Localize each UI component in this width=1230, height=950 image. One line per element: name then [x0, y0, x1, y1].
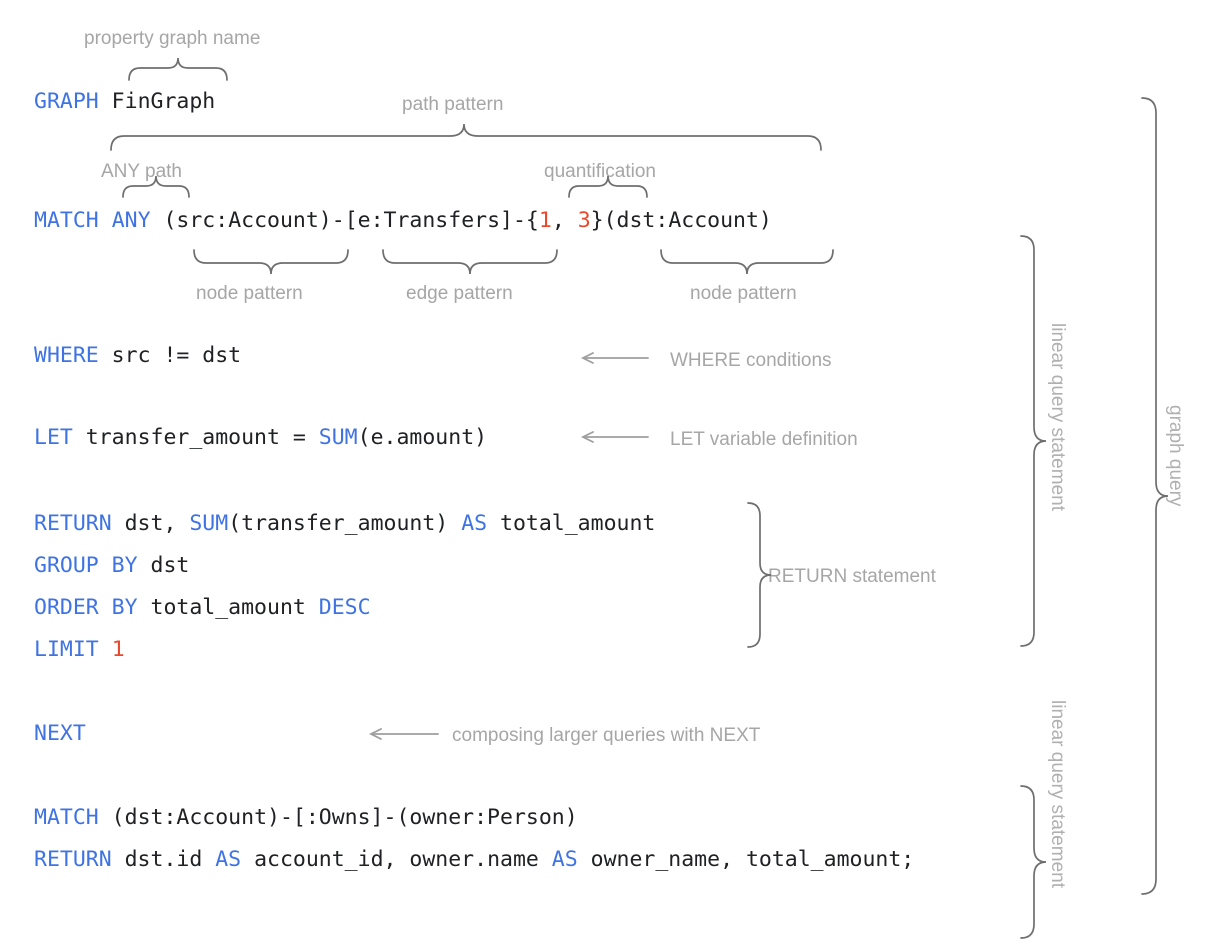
- code-token: transfer_amount =: [72, 425, 319, 450]
- code-line-return-1: RETURN dst, SUM(transfer_amount) AS tota…: [34, 511, 655, 537]
- label-path-pattern: path pattern: [402, 94, 504, 115]
- code-token: 3: [577, 208, 591, 233]
- label-return-statement: RETURN statement: [768, 566, 936, 587]
- code-token: }(dst:Account): [590, 208, 772, 233]
- code-token: GROUP BY: [34, 553, 138, 578]
- code-token: src != dst: [98, 343, 242, 368]
- code-line-match-2: MATCH (dst:Account)-[:Owns]-(owner:Perso…: [34, 805, 578, 831]
- code-line-limit: LIMIT 1: [34, 637, 125, 663]
- code-token: (src:Account)-[e:Transfers]-{: [150, 208, 539, 233]
- code-token: 1: [111, 637, 125, 662]
- code-token: NEXT: [34, 721, 86, 746]
- code-token: GRAPH: [34, 89, 99, 114]
- arrow-head-where-conditions: [580, 352, 594, 364]
- code-token: LIMIT: [34, 637, 99, 662]
- code-line-graph: GRAPH FinGraph: [34, 89, 215, 115]
- code-token: AS: [551, 847, 578, 872]
- code-token: RETURN: [34, 847, 112, 872]
- code-token: total_amount: [487, 511, 656, 536]
- label-composing-next: composing larger queries with NEXT: [452, 725, 761, 746]
- code-line-next: NEXT: [34, 721, 86, 747]
- code-line-match-1: MATCH ANY (src:Account)-[e:Transfers]-{1…: [34, 208, 772, 234]
- label-node-pattern-left: node pattern: [196, 283, 303, 304]
- code-token: dst,: [111, 511, 190, 536]
- brace-linear-query-statement-1: [1020, 235, 1047, 647]
- label-where-conditions: WHERE conditions: [670, 350, 832, 371]
- brace-node-pattern-right: [660, 249, 834, 275]
- code-token: ORDER BY: [34, 595, 138, 620]
- code-token: DESC: [318, 595, 371, 620]
- brace-linear-query-statement-2: [1020, 785, 1047, 939]
- code-token: (e.amount): [357, 425, 488, 450]
- code-line-let: LET transfer_amount = SUM(e.amount): [34, 425, 487, 451]
- code-token: SUM: [189, 511, 229, 536]
- code-token: MATCH: [34, 208, 99, 233]
- label-quantification: quantification: [544, 161, 656, 182]
- code-token: LET: [34, 425, 73, 450]
- code-line-where: WHERE src != dst: [34, 343, 241, 369]
- code-token: 1: [538, 208, 552, 233]
- label-any-path: ANY path: [101, 161, 182, 182]
- code-token: total_amount: [137, 595, 319, 620]
- code-token: dst.id: [111, 847, 216, 872]
- code-token: (dst:Account)-[:Owns]-(owner:Person): [98, 805, 578, 830]
- code-line-order-by: ORDER BY total_amount DESC: [34, 595, 371, 621]
- label-graph-query: graph query: [1165, 405, 1186, 507]
- code-line-return-2: RETURN dst.id AS account_id, owner.name …: [34, 847, 914, 873]
- code-token: (transfer_amount): [228, 511, 462, 536]
- code-token: AS: [461, 511, 488, 536]
- brace-property-graph-name: [128, 57, 228, 81]
- code-token: AS: [215, 847, 242, 872]
- code-token: owner_name, total_amount;: [577, 847, 915, 872]
- code-token: [99, 637, 112, 662]
- code-token: WHERE: [34, 343, 99, 368]
- arrow-head-composing-next: [368, 728, 382, 740]
- code-token: dst: [137, 553, 190, 578]
- label-let-variable-definition: LET variable definition: [670, 429, 858, 450]
- code-token: ANY: [111, 208, 151, 233]
- code-token: [99, 208, 112, 233]
- code-token: RETURN: [34, 511, 112, 536]
- arrow-head-let-variable-definition: [580, 431, 594, 443]
- label-node-pattern-right: node pattern: [690, 283, 797, 304]
- code-token: SUM: [318, 425, 358, 450]
- label-property-graph-name: property graph name: [84, 28, 261, 49]
- brace-edge-pattern: [382, 249, 558, 275]
- code-line-group-by: GROUP BY dst: [34, 553, 189, 579]
- brace-node-pattern-left: [193, 249, 349, 275]
- code-token: FinGraph: [98, 89, 216, 114]
- label-edge-pattern: edge pattern: [406, 283, 513, 304]
- code-token: account_id, owner.name: [241, 847, 552, 872]
- code-token: ,: [551, 208, 578, 233]
- brace-path-pattern: [110, 123, 822, 151]
- label-linear-query-statement-2: linear query statement: [1047, 700, 1068, 888]
- code-token: MATCH: [34, 805, 99, 830]
- label-linear-query-statement-1: linear query statement: [1047, 323, 1068, 511]
